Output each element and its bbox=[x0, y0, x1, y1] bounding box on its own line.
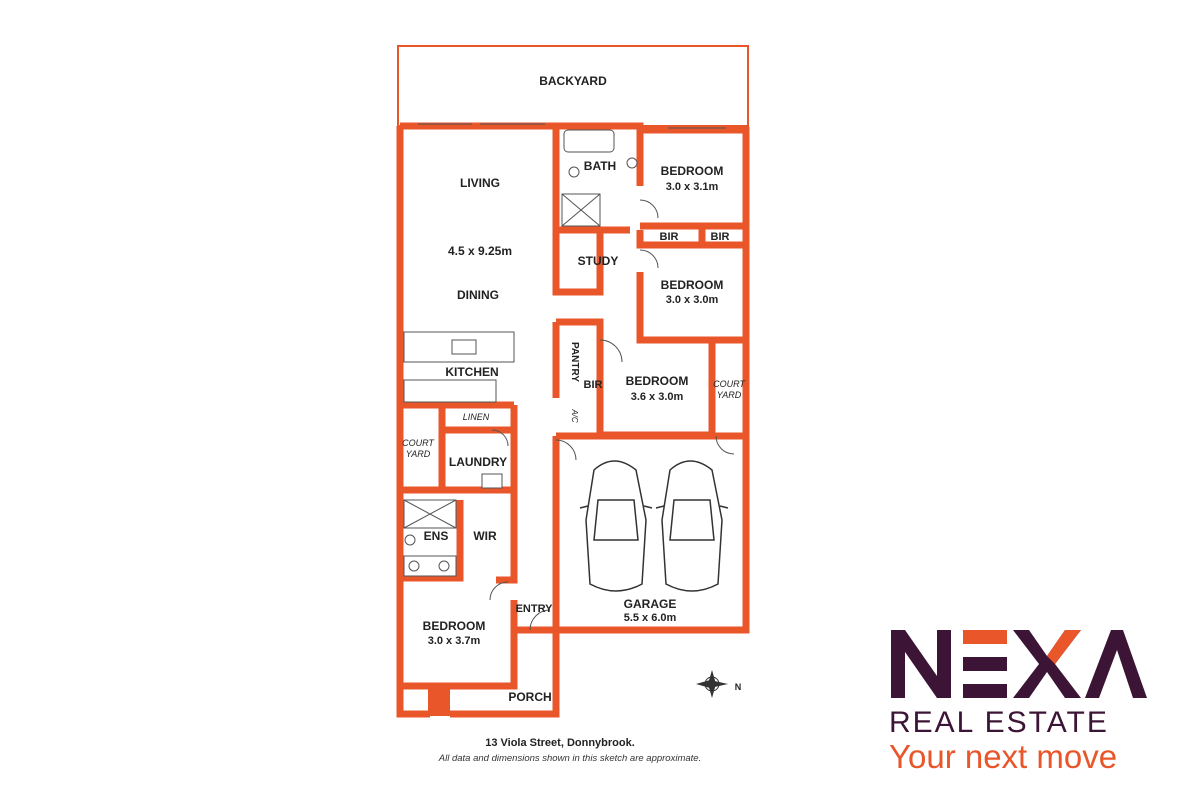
door bbox=[639, 199, 659, 219]
wall-bed3 bbox=[596, 336, 750, 439]
label-living-size: 4.5 x 9.25m bbox=[448, 244, 512, 258]
label-dining: DINING bbox=[457, 288, 499, 302]
wall-garage bbox=[552, 432, 750, 634]
label-garage-size: 5.5 x 6.0m bbox=[624, 612, 677, 624]
label-court-yard-left-1: COURT bbox=[402, 438, 435, 448]
kitchen-sink bbox=[451, 339, 477, 355]
label-bedroom-2: BEDROOM bbox=[661, 278, 724, 292]
property-address: 13 Viola Street, Donnybrook. bbox=[485, 737, 635, 749]
door bbox=[529, 609, 551, 631]
wall-wir bbox=[496, 490, 518, 584]
label-entry: ENTRY bbox=[516, 603, 554, 615]
label-wir: WIR bbox=[473, 529, 497, 543]
wall-bed4 bbox=[396, 578, 518, 690]
label-laundry: LAUNDRY bbox=[449, 455, 507, 469]
label-bedroom-1: BEDROOM bbox=[661, 164, 724, 178]
label-living: LIVING bbox=[460, 176, 500, 190]
label-linen: LINEN bbox=[463, 412, 490, 422]
label-kitchen: KITCHEN bbox=[445, 365, 498, 379]
label-bedroom-3-size: 3.6 x 3.0m bbox=[631, 391, 684, 403]
label-bedroom-2-size: 3.0 x 3.0m bbox=[666, 294, 719, 306]
label-bedroom-3: BEDROOM bbox=[626, 374, 689, 388]
brand-tagline: Your next move bbox=[889, 738, 1118, 775]
exterior-wall bbox=[396, 126, 430, 718]
door bbox=[599, 339, 623, 363]
label-ac: A/C bbox=[570, 408, 579, 423]
door bbox=[639, 249, 659, 269]
label-bir-3: BIR bbox=[584, 379, 603, 391]
exterior-wall-top bbox=[400, 122, 604, 296]
label-bir-2: BIR bbox=[711, 231, 730, 243]
label-ens: ENS bbox=[424, 529, 449, 543]
label-bedroom-1-size: 3.0 x 3.1m bbox=[666, 181, 719, 193]
door bbox=[491, 429, 509, 447]
compass-icon bbox=[696, 670, 728, 698]
door bbox=[555, 439, 577, 461]
nexa-logo bbox=[891, 630, 1147, 698]
label-backyard: BACKYARD bbox=[539, 74, 607, 88]
car-icon bbox=[579, 460, 653, 592]
label-garage: GARAGE bbox=[624, 597, 677, 611]
wall-bath bbox=[556, 122, 644, 186]
label-study: STUDY bbox=[578, 254, 619, 268]
label-porch: PORCH bbox=[508, 690, 551, 704]
label-bath: BATH bbox=[584, 159, 616, 173]
car-icon bbox=[655, 460, 729, 592]
door bbox=[489, 581, 509, 601]
bathtub bbox=[563, 129, 615, 153]
toilet bbox=[568, 166, 580, 178]
laundry-trough bbox=[481, 473, 503, 489]
label-court-yard-right-1: COURT bbox=[713, 379, 746, 389]
wall-bed2 bbox=[636, 245, 750, 344]
compass-north-label: N bbox=[735, 682, 742, 692]
disclaimer: All data and dimensions shown in this sk… bbox=[438, 753, 702, 764]
label-pantry: PANTRY bbox=[569, 342, 580, 382]
wall-porch bbox=[450, 626, 560, 718]
kitchen-counter bbox=[403, 379, 497, 403]
ens-toilet bbox=[404, 534, 416, 546]
label-bir-1: BIR bbox=[660, 231, 679, 243]
label-court-yard-right-2: YARD bbox=[717, 390, 742, 400]
wall-pantry bbox=[556, 318, 604, 340]
basin bbox=[626, 157, 638, 169]
label-bedroom-4-size: 3.0 x 3.7m bbox=[428, 635, 481, 647]
brand-subtitle: REAL ESTATE bbox=[889, 706, 1109, 739]
label-bedroom-4: BEDROOM bbox=[423, 619, 486, 633]
label-court-yard-left-2: YARD bbox=[406, 449, 431, 459]
door bbox=[715, 435, 735, 455]
porch-pillar bbox=[428, 686, 450, 716]
wall-ens bbox=[400, 500, 464, 582]
